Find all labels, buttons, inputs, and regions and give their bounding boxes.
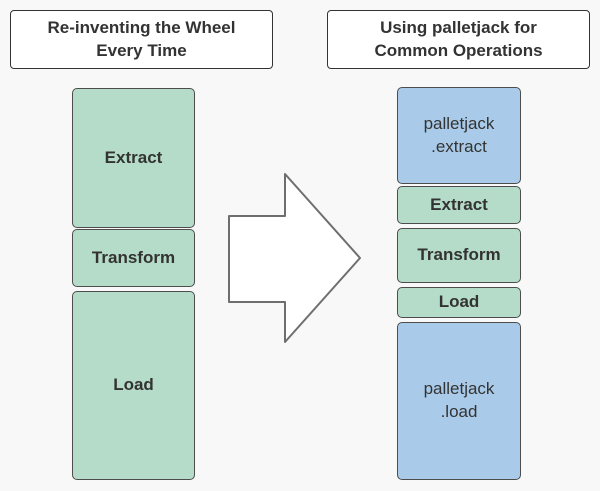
right-box-extract: Extract [397, 186, 521, 224]
right-box-palletjack-load: palletjack .load [397, 322, 521, 480]
left-box-transform: Transform [72, 229, 195, 287]
right-box-palletjack-extract: palletjack .extract [397, 87, 521, 184]
right-box-transform: Transform [397, 228, 521, 283]
right-arrow-icon [228, 173, 361, 343]
left-box-load: Load [72, 291, 195, 480]
right-box-load: Load [397, 287, 521, 318]
left-box-extract: Extract [72, 88, 195, 228]
left-title-box: Re-inventing the Wheel Every Time [10, 10, 273, 69]
right-title-box: Using palletjack for Common Operations [327, 10, 590, 69]
